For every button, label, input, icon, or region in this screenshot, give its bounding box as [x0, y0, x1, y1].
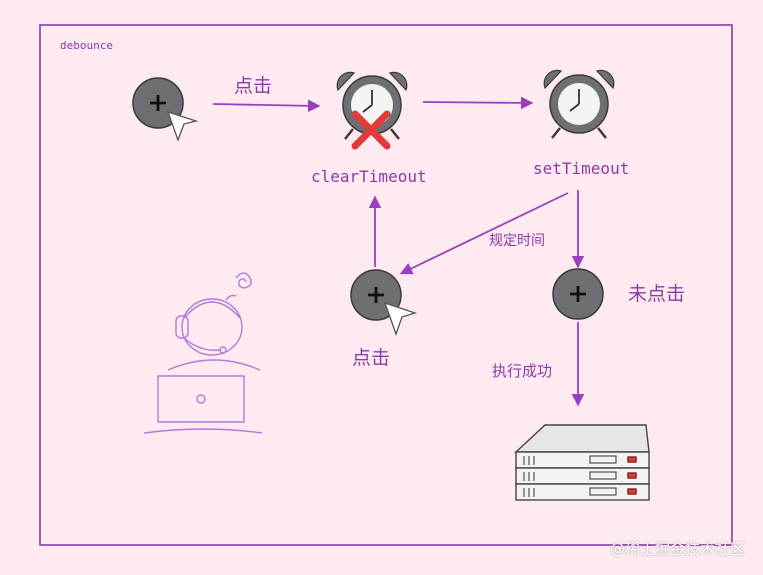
bell-right — [388, 71, 408, 92]
alarm-clock-clear — [336, 71, 408, 150]
alarm-clock-set — [543, 69, 615, 139]
cursor-icon — [383, 301, 418, 336]
plus-sign — [150, 95, 166, 111]
click-button-middle — [350, 269, 418, 336]
watermark: @稀土掘金技术社区 — [609, 540, 745, 558]
arrows — [212, 96, 585, 407]
thinking-swirl — [235, 272, 252, 289]
server-icon — [514, 424, 650, 501]
laptop — [157, 375, 245, 423]
no-click-button — [552, 268, 604, 320]
arrow-click-to-clear — [212, 99, 321, 113]
cross-icon — [351, 110, 391, 150]
arrow-clear-to-set — [422, 96, 534, 110]
desk — [143, 428, 263, 434]
clear-timeout-label: clearTimeout — [311, 167, 427, 186]
bell-left — [336, 71, 356, 92]
set-timeout-label: setTimeout — [533, 159, 630, 178]
frame-border — [39, 24, 733, 546]
person-laptop-icon — [143, 272, 263, 434]
click-button-top — [132, 77, 199, 142]
arrow-set-to-click — [399, 192, 569, 275]
frame-label: debounce — [60, 39, 113, 52]
exec-success-label: 执行成功 — [492, 362, 553, 380]
click-label-top: 点击 — [234, 75, 273, 97]
specified-time-label: 规定时间 — [489, 233, 545, 249]
no-click-label: 未点击 — [628, 283, 686, 305]
cursor-icon — [166, 110, 199, 142]
click-label-bottom: 点击 — [352, 347, 391, 369]
